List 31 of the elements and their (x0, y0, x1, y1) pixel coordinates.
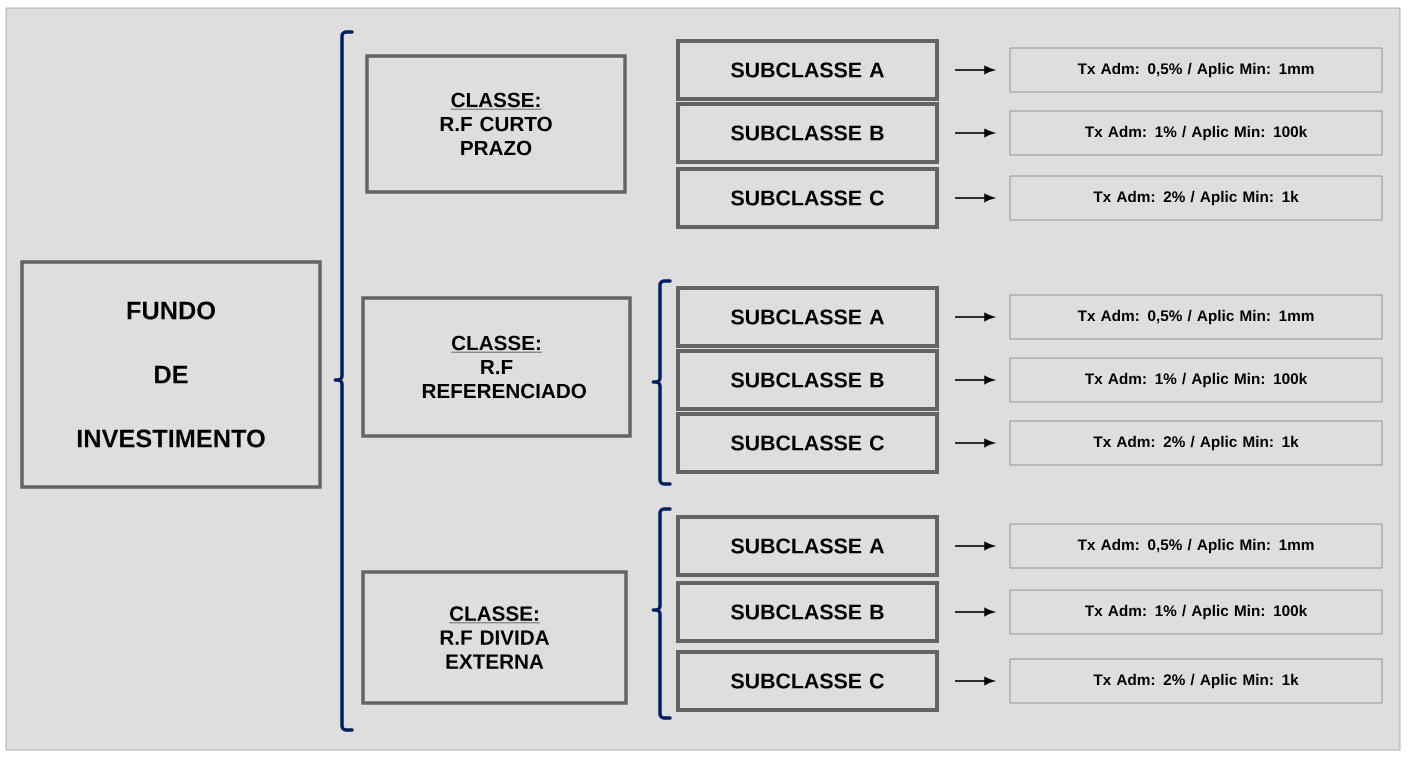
subclass-box: SUBCLASSE C (676, 412, 939, 474)
class-box: CLASSE: R.F CURTO PRAZO (365, 54, 627, 194)
subclass-box: SUBCLASSE B (676, 349, 939, 411)
fee-box: Tx Adm: 0,5% / Aplic Min: 1mm (1009, 294, 1383, 340)
subclass-box: SUBCLASSE B (676, 102, 939, 164)
fee-box: Tx Adm: 2% / Aplic Min: 1k (1009, 175, 1383, 221)
arrow (954, 676, 994, 686)
subclass-box: SUBCLASSE A (676, 286, 939, 348)
arrow (954, 65, 994, 75)
fee-box: Tx Adm: 1% / Aplic Min: 100k (1009, 357, 1383, 403)
subclass-box: SUBCLASSE B (676, 581, 939, 643)
fee-box: Tx Adm: 2% / Aplic Min: 1k (1009, 658, 1383, 704)
subclass-box: SUBCLASSE A (676, 515, 939, 577)
class-box: CLASSE: R.F REFERENCIADO (361, 296, 632, 438)
arrow (954, 375, 994, 385)
arrow (954, 607, 994, 617)
arrow (954, 312, 994, 322)
root-box: FUNDO DE INVESTIMENTO (20, 260, 322, 489)
fee-box: Tx Adm: 0,5% / Aplic Min: 1mm (1009, 47, 1383, 93)
arrow (954, 438, 994, 448)
fee-box: Tx Adm: 2% / Aplic Min: 1k (1009, 420, 1383, 466)
fee-box: Tx Adm: 0,5% / Aplic Min: 1mm (1009, 523, 1383, 569)
subclass-box: SUBCLASSE A (676, 39, 939, 101)
arrow (954, 128, 994, 138)
fee-box: Tx Adm: 1% / Aplic Min: 100k (1009, 589, 1383, 635)
arrow (954, 193, 994, 203)
arrow (954, 541, 994, 551)
subclass-box: SUBCLASSE C (676, 167, 939, 229)
subclass-box: SUBCLASSE C (676, 650, 939, 712)
class-box: CLASSE: R.F DIVIDA EXTERNA (361, 570, 628, 705)
fee-box: Tx Adm: 1% / Aplic Min: 100k (1009, 110, 1383, 156)
